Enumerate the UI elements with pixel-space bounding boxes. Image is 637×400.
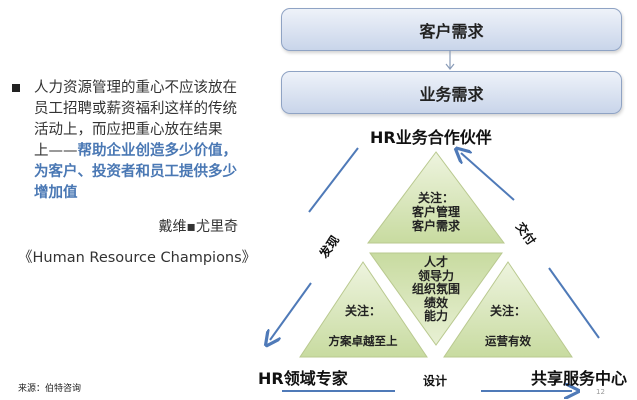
customer-needs-label: 客户需求 (419, 21, 484, 41)
hrbp-label: HR业务合作伙伴 (370, 128, 492, 147)
right-lower-line (548, 267, 600, 339)
center-tri-line-2: 领导力 (417, 268, 454, 283)
book-title: 《Human Resource Champions》 (18, 250, 257, 266)
quote-line-3: 活动上，而应把重心放在结果 (34, 122, 223, 138)
left-tri-heading: 关注： (344, 304, 381, 318)
business-needs-label: 业务需求 (419, 84, 484, 104)
right-upper-arrow (461, 153, 515, 201)
center-tri-line-5: 能力 (423, 309, 448, 323)
bullet-square-icon (12, 84, 20, 92)
left-lower-arrow (270, 282, 312, 340)
top-tri-line-3: 客户需求 (411, 219, 460, 233)
right-tri-heading: 关注： (489, 304, 526, 318)
top-triangle-text: 关注： 客户管理 客户需求 (386, 191, 486, 233)
right-tri-body: 运营有效 (485, 334, 531, 348)
quote-bullet: 人力资源管理的重心不应该放在 员工招聘或薪资福利这样的传统 活动上，而应把重心放… (12, 78, 252, 204)
hr-coe-label: HR领域专家 (258, 369, 348, 388)
design-label: 设计 (423, 374, 448, 388)
center-tri-line-1: 人才 (423, 255, 448, 269)
quote-highlight-2: 为客户、投资者和员工提供多少 (34, 164, 237, 180)
top-triangle (367, 151, 505, 244)
quote-line-2: 员工招聘或薪资福利这样的传统 (34, 101, 237, 117)
left-tri-body: 方案卓越至上 (328, 334, 398, 348)
center-tri-line-4: 绩效 (423, 295, 448, 310)
left-upper-line (308, 147, 359, 213)
top-tri-line-2: 客户管理 (411, 205, 460, 219)
quote-line-4: 上—— (34, 143, 78, 159)
top-tri-line-1: 关注： (417, 191, 454, 205)
quote-author: 戴维▪尤里奇 (158, 219, 239, 235)
left-triangle (299, 261, 428, 358)
quote-highlight-3: 增加值 (34, 185, 78, 201)
center-tri-line-3: 组织氛围 (411, 282, 460, 296)
business-needs-box: 业务需求 (281, 71, 622, 114)
center-triangle-text: 人才 领导力 组织氛围 绩效 能力 (396, 255, 476, 324)
quote-highlight-1: 帮助企业创造多少价值， (77, 143, 238, 159)
down-arrow-icon (445, 50, 455, 70)
ssc-label: 共享服务中心 (531, 369, 628, 388)
page-number: 12 (596, 388, 605, 396)
quote-line-1: 人力资源管理的重心不应该放在 (34, 80, 237, 96)
source-note: 来源：伯特咨询 (18, 384, 82, 394)
center-triangle (369, 252, 503, 346)
right-triangle (443, 261, 573, 358)
customer-needs-box: 客户需求 (281, 8, 622, 51)
